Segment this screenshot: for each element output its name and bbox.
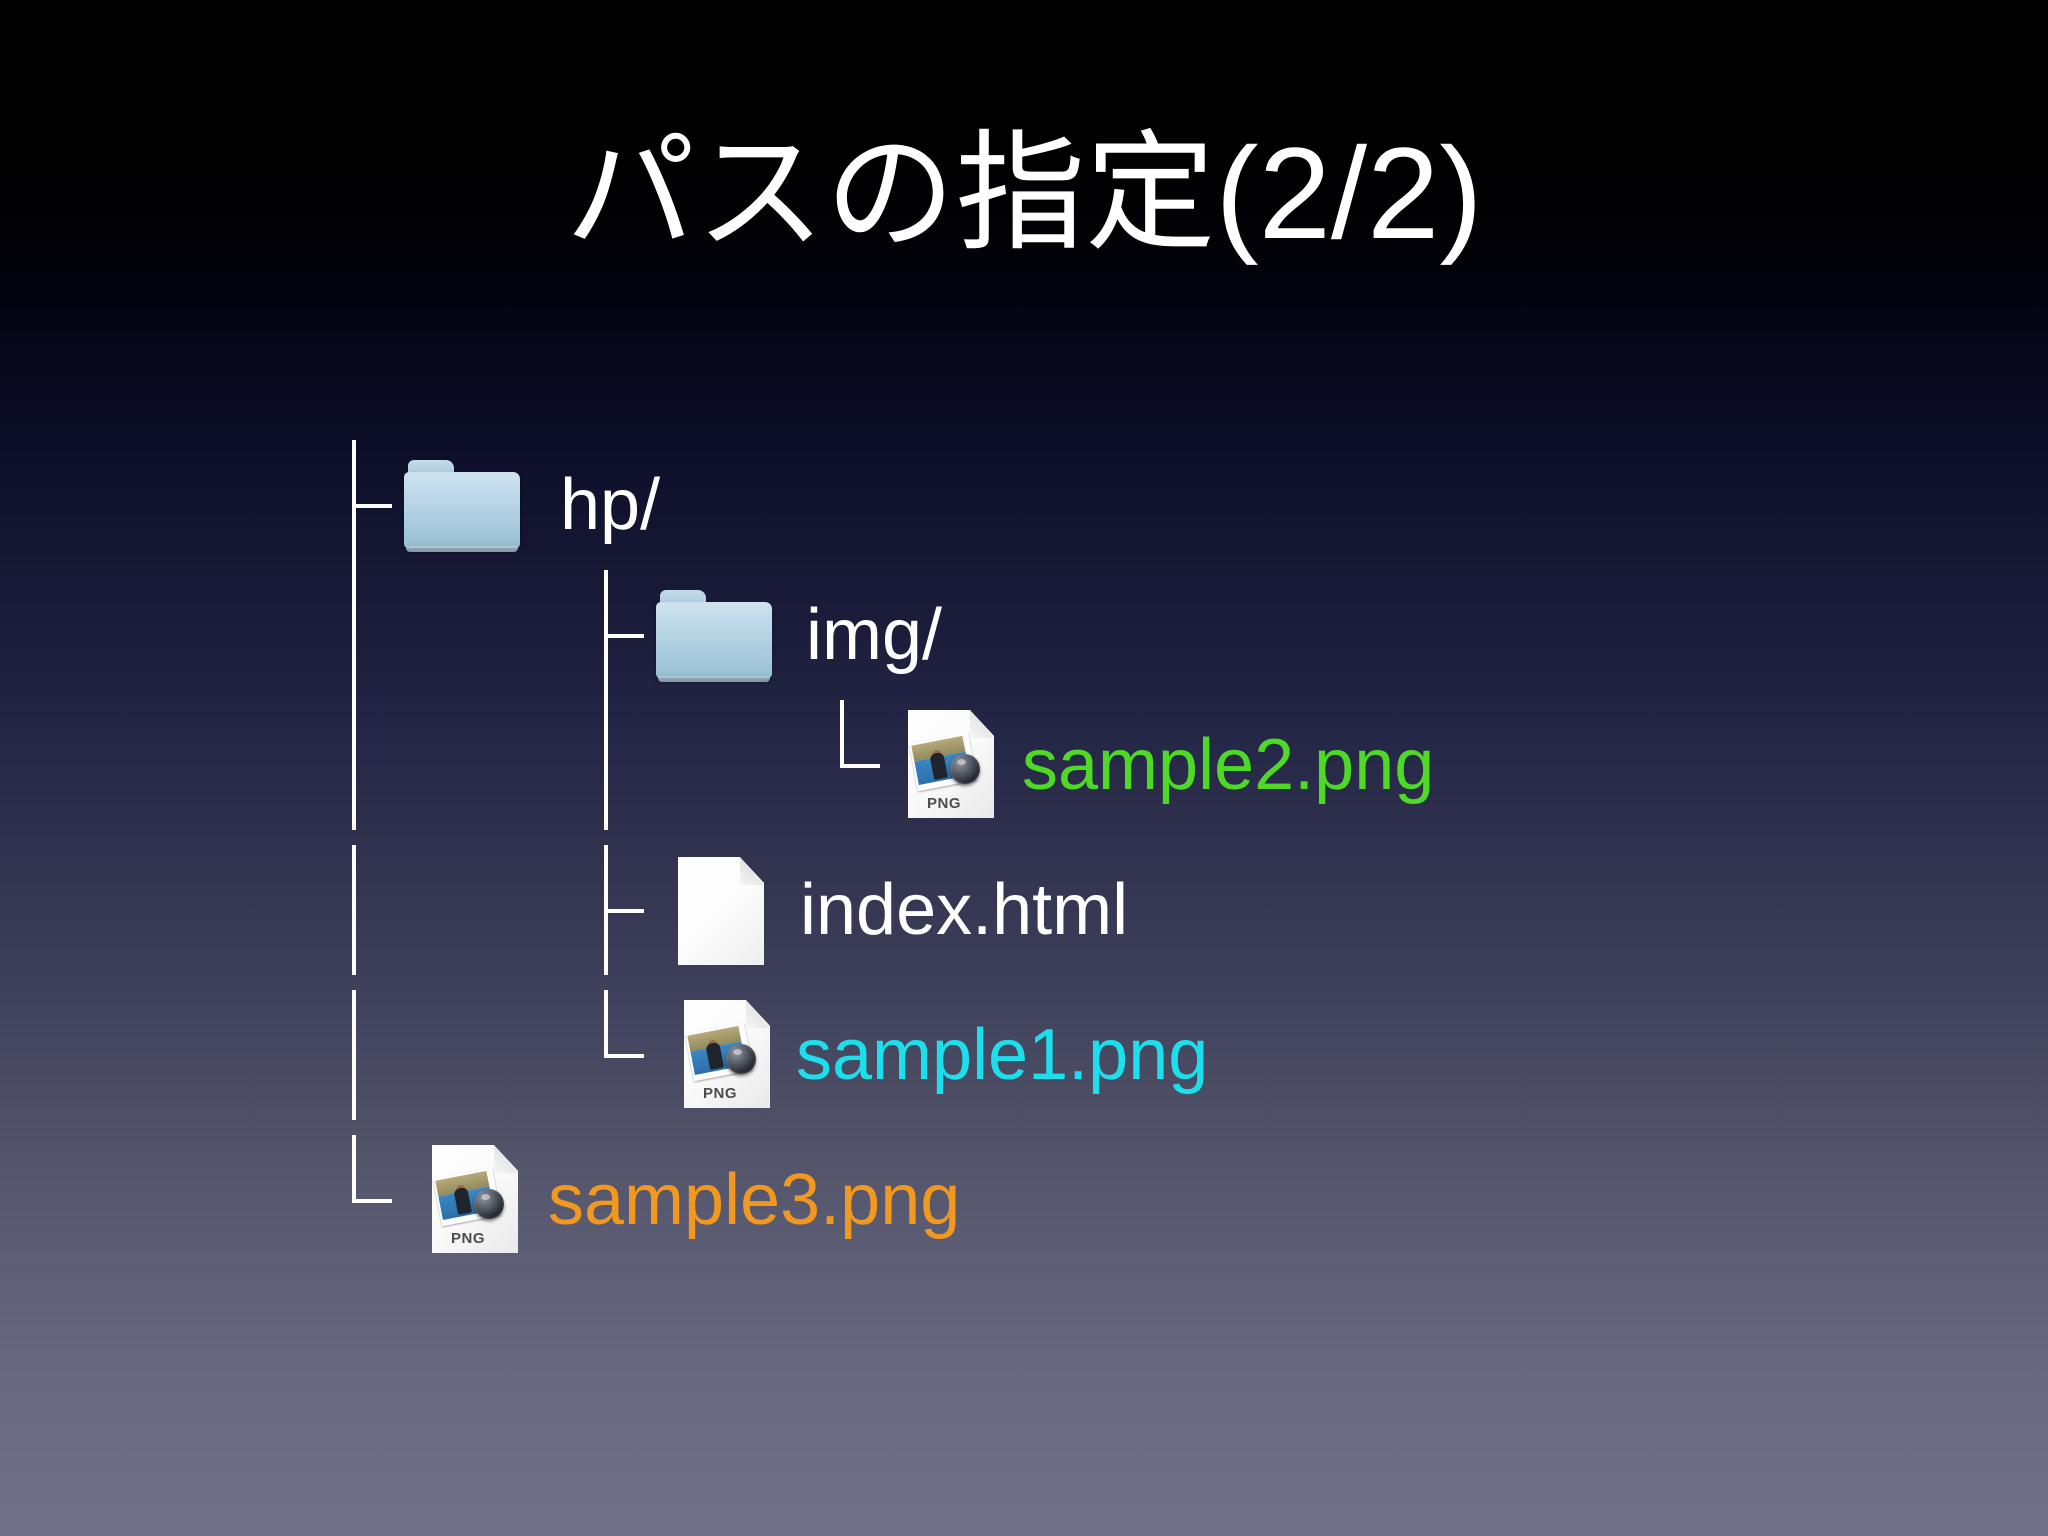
png-file-icon: PNG (432, 1145, 518, 1253)
tree-row-hp[interactable]: hp/ (0, 440, 2048, 570)
png-badge-label: PNG (450, 1230, 485, 1247)
tree-row-sample3[interactable]: PNG sample3.png (0, 1135, 2048, 1265)
tree-row-img[interactable]: img/ (0, 570, 2048, 700)
tree-connector-pipe-icon (350, 700, 410, 830)
tree-connector-pipe-icon (350, 990, 410, 1120)
tree-row-label: hp/ (560, 465, 661, 545)
folder-icon (656, 590, 772, 682)
tree-row-label: sample3.png (548, 1160, 961, 1240)
tree-connector-elbow-icon (602, 990, 662, 1120)
tree-connector-elbow-icon (350, 1135, 410, 1265)
tree-connector-tee-icon (602, 570, 662, 700)
tree-row-index[interactable]: index.html (0, 845, 2048, 975)
tree-row-label: index.html (800, 870, 1129, 950)
tree-connector-pipe-icon (350, 570, 410, 700)
tree-row-sample1[interactable]: PNG sample1.png (0, 990, 2048, 1120)
folder-icon (404, 460, 520, 552)
png-file-icon: PNG (908, 710, 994, 818)
tree-row-label: img/ (806, 595, 943, 675)
png-file-icon: PNG (684, 1000, 770, 1108)
tree-row-sample2[interactable]: PNG sample2.png (0, 700, 2048, 830)
tree-connector-tee-icon (602, 845, 662, 975)
tree-connector-pipe-icon (602, 700, 662, 830)
png-badge-label: PNG (926, 795, 961, 812)
tree-connector-pipe-icon (350, 845, 410, 975)
png-badge-label: PNG (702, 1085, 737, 1102)
page-title: パスの指定(2/2) (565, 120, 1483, 266)
tree-row-label: sample1.png (796, 1015, 1209, 1095)
tree-connector-tee-icon (350, 440, 410, 570)
file-tree: hp/ img/ (0, 440, 2048, 1340)
document-icon (678, 857, 764, 965)
tree-connector-elbow-icon (838, 700, 898, 830)
tree-row-label: sample2.png (1022, 725, 1435, 805)
